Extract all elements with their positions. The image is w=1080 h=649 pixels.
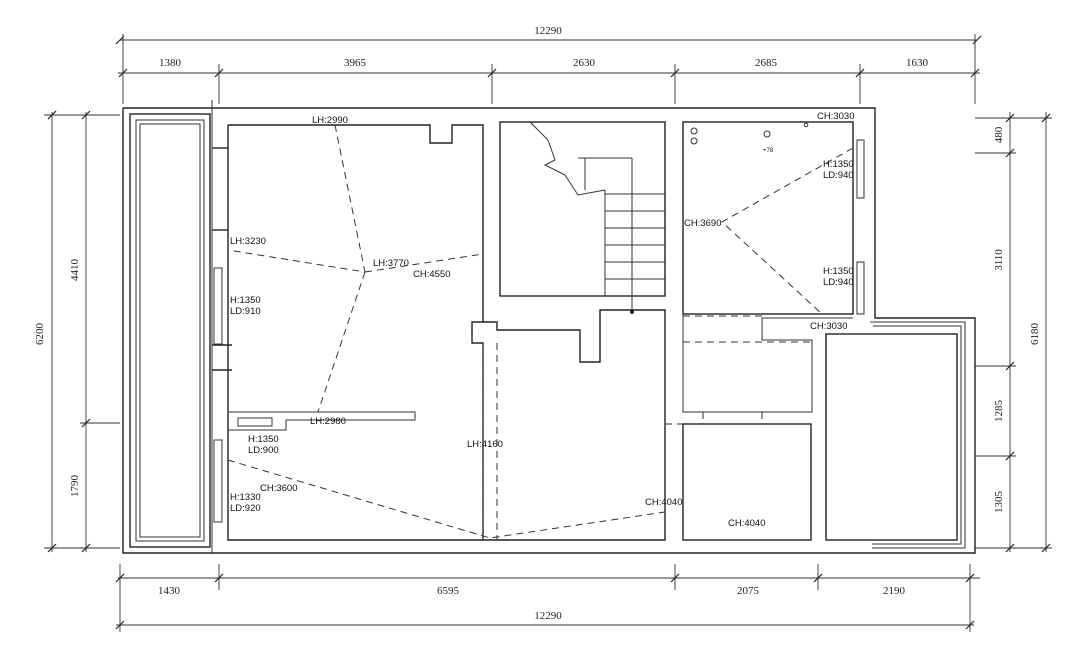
- dim-right-seg-3: 1285: [993, 400, 1005, 423]
- dim-top-seg-4: 2685: [755, 57, 778, 69]
- label-window-right-h: H:1350: [823, 159, 854, 170]
- label-window3-h: H:1330: [230, 492, 261, 503]
- dimension-texts: 12290 1380 3965 2630 2685 1630 1430 6595…: [34, 25, 1041, 622]
- label-lh-4160: LH:4160: [467, 439, 503, 450]
- dim-left-seg-1: 4410: [69, 259, 81, 282]
- dim-right-seg-4: 1305: [993, 491, 1005, 514]
- label-window-right2-ld: LD:940: [823, 277, 854, 288]
- dimension-lines: [44, 34, 1052, 632]
- label-window3-ld: LD:920: [230, 503, 261, 514]
- dim-top-seg-2: 3965: [344, 57, 367, 69]
- label-window-h-1350: H:1350: [230, 295, 261, 306]
- dim-bottom-seg-4: 2190: [883, 585, 906, 597]
- label-ch-3030-mid: CH:3030: [810, 321, 848, 332]
- dim-top-seg-1: 1380: [159, 57, 182, 69]
- dim-right-total: 6180: [1029, 323, 1041, 346]
- dim-right-seg-1: 480: [993, 126, 1005, 143]
- label-window2-h: H:1350: [248, 434, 279, 445]
- label-ch-3600: CH:3600: [260, 483, 298, 494]
- dim-bottom-total: 12290: [534, 610, 562, 622]
- label-ch-3030-top: CH:3030: [817, 111, 855, 122]
- label-lh-2990: LH:2990: [312, 115, 348, 126]
- label-lh-3770: LH:3770: [373, 258, 409, 269]
- dim-left-seg-2: 1790: [69, 475, 81, 498]
- label-ch-3690: CH:3690: [684, 218, 722, 229]
- label-window-right2-h: H:1350: [823, 266, 854, 277]
- label-ch-4550: CH:4550: [413, 269, 451, 280]
- label-lh-2980: LH:2980: [310, 416, 346, 427]
- dim-right-seg-2: 3110: [993, 249, 1005, 271]
- label-window2-ld: LD:900: [248, 445, 279, 456]
- label-ch-4040-room: CH:4040: [728, 518, 766, 529]
- room-labels: LH:2990 LH:3230 LH:3770 CH:4550 H:1350 L…: [230, 111, 855, 529]
- dim-bottom-seg-1: 1430: [158, 585, 181, 597]
- dim-top-seg-3: 2630: [573, 57, 596, 69]
- dim-left-total: 6200: [34, 323, 46, 346]
- label-lh-3230: LH:3230: [230, 236, 266, 247]
- dim-top-seg-5: 1630: [906, 57, 929, 69]
- label-window-ld-910: LD:910: [230, 306, 261, 317]
- label-window-right-ld: LD:940: [823, 170, 854, 181]
- ceiling-dashed-lines: [227, 124, 854, 539]
- label-fixture-note: +78: [763, 148, 774, 154]
- dim-bottom-seg-3: 2075: [737, 585, 760, 597]
- label-ch-4040-hall: CH:4040: [645, 497, 683, 508]
- walls: [122, 100, 976, 554]
- dim-top-total: 12290: [534, 25, 562, 37]
- dim-bottom-seg-2: 6595: [437, 585, 460, 597]
